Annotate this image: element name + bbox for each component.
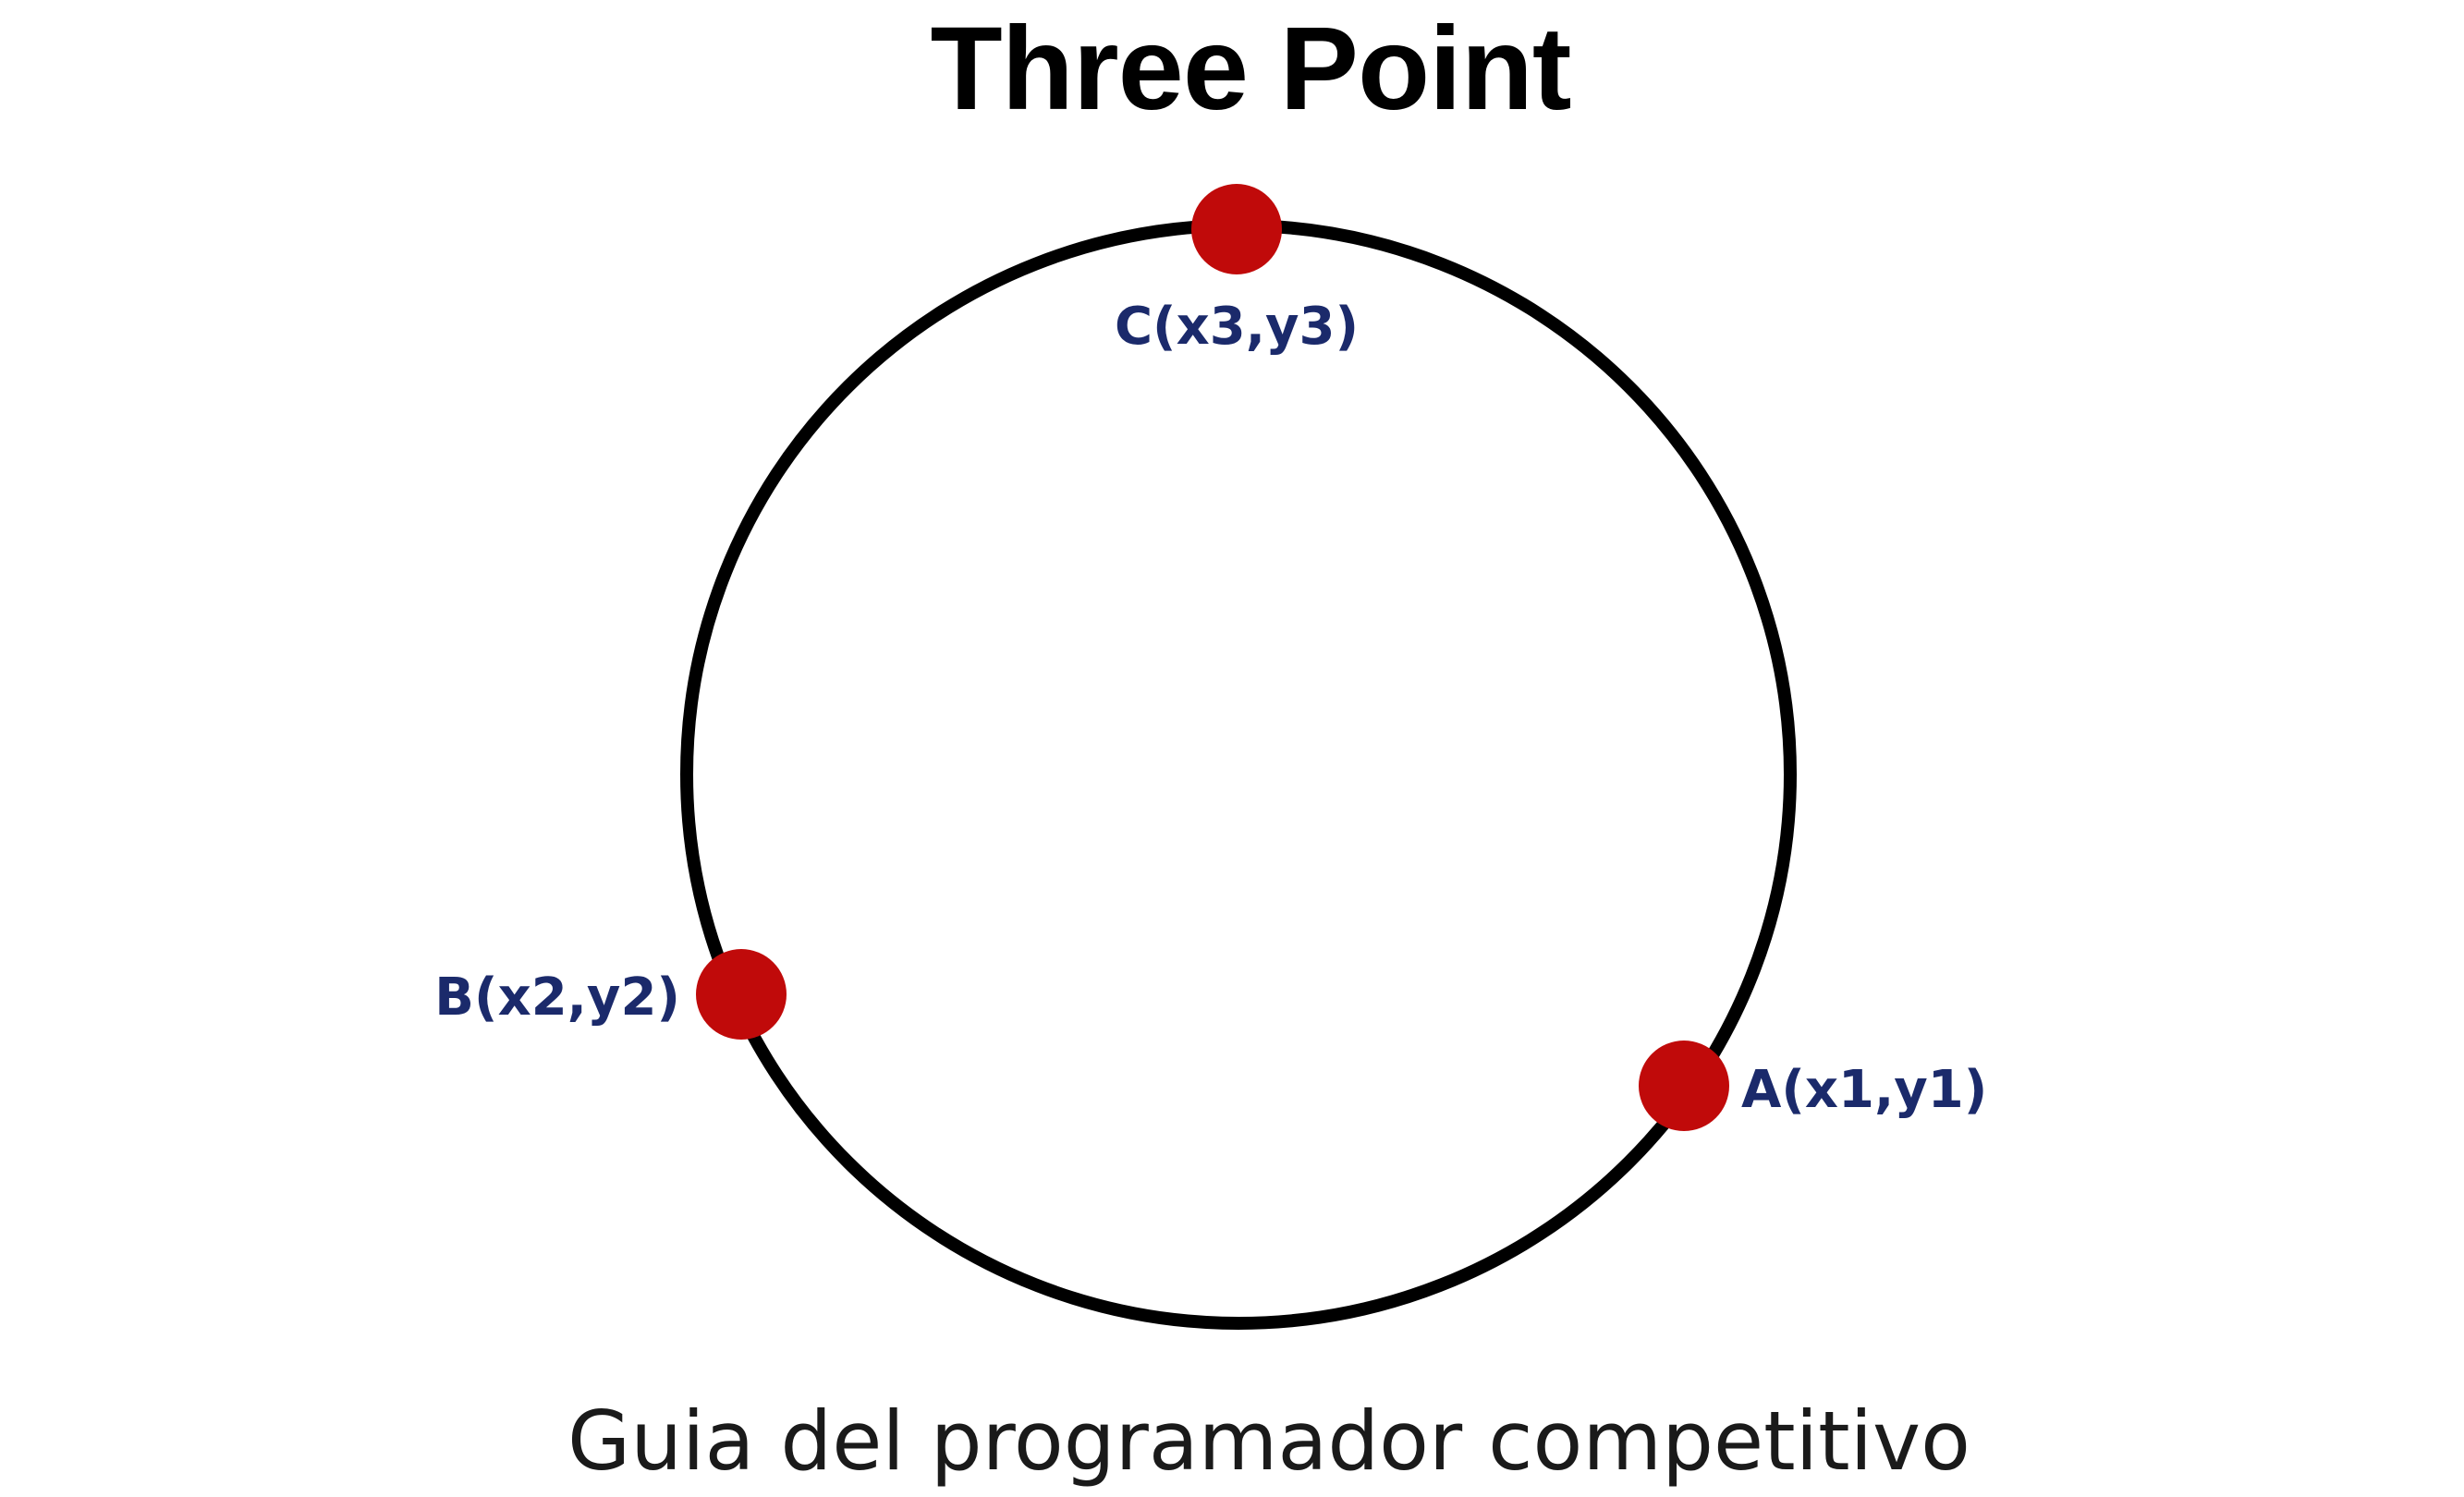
point-c-marker (1191, 184, 1282, 274)
page-subtitle: Guia del programador competitivo (567, 1394, 1970, 1489)
point-b-label: B(x2,y2) (434, 968, 680, 1028)
page-title: Three Point (930, 3, 1571, 135)
point-a-label: A(x1,y1) (1741, 1060, 1987, 1120)
circle (680, 219, 1797, 1330)
point-b-marker (696, 949, 787, 1040)
point-a-marker (1639, 1041, 1729, 1131)
point-c-label: C(x3,y3) (1115, 297, 1359, 357)
